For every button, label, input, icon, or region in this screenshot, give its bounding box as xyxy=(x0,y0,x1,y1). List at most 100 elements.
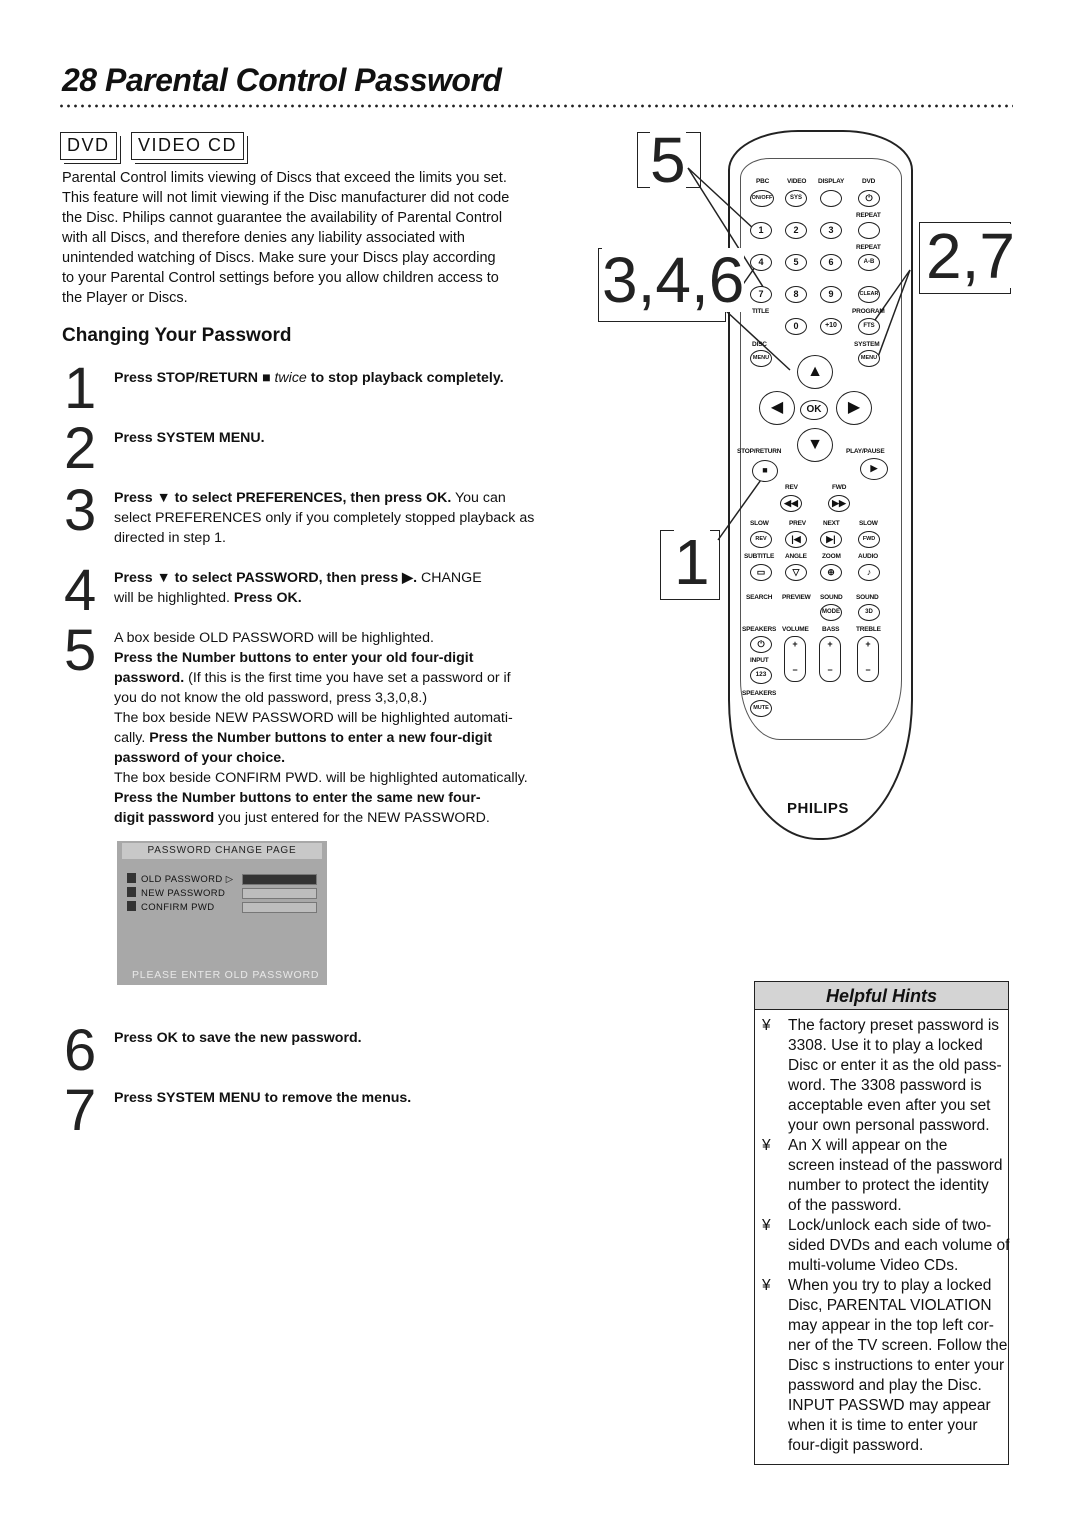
new-password-field[interactable] xyxy=(242,888,317,899)
number-8-button[interactable]: 8 xyxy=(785,286,807,303)
zoom-button[interactable]: ⊕ xyxy=(820,564,842,581)
number-1-button[interactable]: 1 xyxy=(750,222,772,239)
repeat-button[interactable] xyxy=(858,222,880,239)
step-5-line: Press the Number buttons to enter the sa… xyxy=(114,790,481,806)
right-arrow-button[interactable]: ▶ xyxy=(836,391,872,425)
minus-icon: − xyxy=(827,665,833,675)
plus-icon: + xyxy=(827,639,833,649)
left-arrow-button[interactable]: ◀ xyxy=(759,391,795,425)
sys-button[interactable]: SYS xyxy=(785,190,807,207)
number-6-button[interactable]: 6 xyxy=(820,254,842,271)
pbc-label: PBC xyxy=(756,178,770,185)
sound-label: SOUND xyxy=(820,594,843,601)
ok-button[interactable]: OK xyxy=(800,400,828,420)
audio-button[interactable]: ♪ xyxy=(858,564,880,581)
on-off-button[interactable]: ON/OFF xyxy=(750,190,774,207)
plus-icon: + xyxy=(792,639,798,649)
philips-logo: PHILIPS xyxy=(787,800,849,817)
osd-footer: PLEASE ENTER OLD PASSWORD xyxy=(132,969,320,981)
speakers-label: SPEAKERS xyxy=(742,690,777,697)
number-2-button[interactable]: 2 xyxy=(785,222,807,239)
disc-menu-button[interactable]: MENU xyxy=(750,350,772,367)
down-arrow-button[interactable]: ▼ xyxy=(797,428,833,462)
volume-rocker[interactable]: +− xyxy=(784,636,806,682)
sound-3d-button[interactable]: 3D xyxy=(858,604,880,621)
system-menu-button[interactable]: MENU xyxy=(858,350,880,367)
up-arrow-button[interactable]: ▲ xyxy=(797,355,833,389)
number-3-button[interactable]: 3 xyxy=(820,222,842,239)
zoom-label: ZOOM xyxy=(822,553,841,560)
step-number: 1 xyxy=(64,356,97,421)
slow-fwd-button[interactable]: FWD xyxy=(858,531,880,548)
bullet: ¥ xyxy=(762,1137,771,1154)
intro-line: This feature will not limit viewing if t… xyxy=(62,190,510,206)
bullet: ¥ xyxy=(762,1277,771,1294)
power-icon: ⏻ xyxy=(757,639,765,649)
osd-row-old: OLD PASSWORD ▷ xyxy=(127,873,233,885)
rev-label: REV xyxy=(785,484,798,491)
old-password-field[interactable] xyxy=(242,874,317,885)
video-label: VIDEO xyxy=(787,178,807,185)
step-4-note: CHANGE xyxy=(417,570,482,586)
next-button[interactable]: ▶| xyxy=(820,531,842,548)
bass-label: BASS xyxy=(822,626,840,633)
number-4-button[interactable]: 4 xyxy=(750,254,772,271)
step-3-note: You can xyxy=(451,490,506,506)
prev-label: PREV xyxy=(789,520,806,527)
a-b-button[interactable]: A-B xyxy=(858,254,880,271)
fts-button[interactable]: FTS xyxy=(858,318,880,335)
power-icon: ⏻ xyxy=(865,193,873,203)
lock-icon xyxy=(127,873,136,883)
section-heading: Changing Your Password xyxy=(62,325,292,346)
input-123-button[interactable]: 123 xyxy=(750,667,772,684)
fwd-label: FWD xyxy=(832,484,847,491)
number-7-button[interactable]: 7 xyxy=(750,286,772,303)
mute-button[interactable]: MUTE xyxy=(750,700,772,717)
step-5-line: The box beside CONFIRM PWD. will be high… xyxy=(114,770,528,786)
clear-button[interactable]: CLEAR xyxy=(858,286,880,303)
speakers-power-button[interactable]: ⏻ xyxy=(750,636,772,653)
hint-item: ¥ When you try to play a locked Disc, PA… xyxy=(762,1276,1052,1456)
treble-rocker[interactable]: +− xyxy=(857,636,879,682)
stop-return-button[interactable]: ■ xyxy=(752,460,778,482)
step-1-rest: to stop playback completely. xyxy=(306,370,504,386)
sound-mode-button[interactable]: MODE xyxy=(820,604,842,621)
intro-line: Parental Control limits viewing of Discs… xyxy=(62,170,507,186)
step-2-text: Press SYSTEM MENU. xyxy=(114,430,265,446)
helpful-hints-box: Helpful Hints xyxy=(754,981,1009,1465)
angle-button[interactable]: ▽ xyxy=(785,564,807,581)
prev-button[interactable]: |◀ xyxy=(785,531,807,548)
subtitle-button[interactable]: ▭ xyxy=(750,564,772,581)
step-5-text: A box beside OLD PASSWORD will be highli… xyxy=(114,628,619,828)
dvd-power-button[interactable]: ⏻ xyxy=(858,190,880,207)
plus-10-button[interactable]: +10 xyxy=(820,318,842,335)
fwd-button[interactable]: ▶▶ xyxy=(828,495,850,512)
minus-icon: − xyxy=(792,665,798,675)
input-label: INPUT xyxy=(750,657,769,664)
hint-line: Lock/unlock each side of two- xyxy=(788,1217,992,1234)
display-button[interactable] xyxy=(820,190,842,207)
number-9-button[interactable]: 9 xyxy=(820,286,842,303)
callout-5: 5 xyxy=(650,124,686,196)
slow-rev-button[interactable]: REV xyxy=(750,531,772,548)
hint-line: four-digit password. xyxy=(788,1437,924,1454)
hint-line: word. The 3308 password is xyxy=(788,1077,982,1094)
hint-line: sided DVDs and each volume of xyxy=(788,1237,1010,1254)
bass-rocker[interactable]: +− xyxy=(819,636,841,682)
callout-346: 3,4,6 xyxy=(602,244,745,316)
play-pause-button[interactable]: ▶ xyxy=(860,458,888,480)
intro-line: the Disc. Philips cannot guarantee the a… xyxy=(62,210,503,226)
confirm-password-field[interactable] xyxy=(242,902,317,913)
callout-1: 1 xyxy=(674,526,710,598)
hint-line: An X will appear on the xyxy=(788,1137,948,1154)
number-0-button[interactable]: 0 xyxy=(785,318,807,335)
osd-row-new: NEW PASSWORD xyxy=(127,887,225,899)
step-number: 3 xyxy=(64,478,97,543)
audio-label: AUDIO xyxy=(858,553,878,560)
step-4-line: will be highlighted. xyxy=(114,590,234,606)
number-5-button[interactable]: 5 xyxy=(785,254,807,271)
step-1-action: Press STOP/RETURN ■ xyxy=(114,370,275,386)
step-3-line: directed in step 1. xyxy=(114,530,226,546)
hint-line: multi-volume Video CDs. xyxy=(788,1257,959,1274)
rev-button[interactable]: ◀◀ xyxy=(780,495,802,512)
